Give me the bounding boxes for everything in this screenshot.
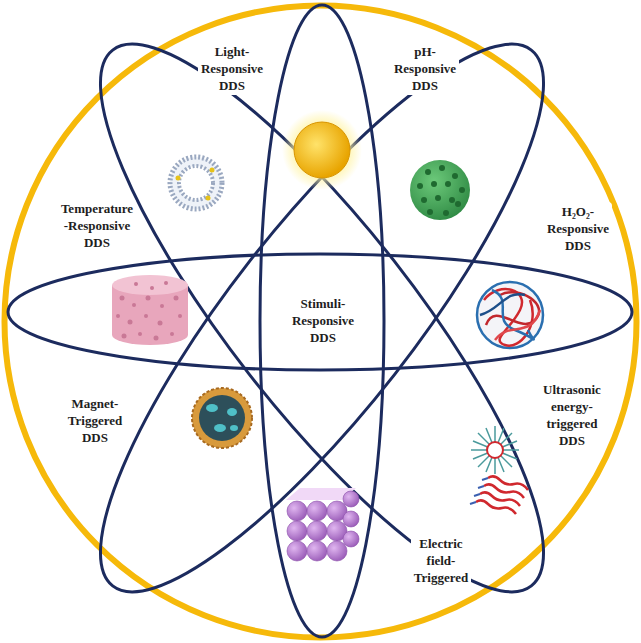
- category-label: Electric field- Triggered: [411, 534, 471, 587]
- micelles: [470, 426, 528, 514]
- center-label: Stimuli- Responsive DDS: [289, 294, 357, 347]
- h2o2-nanogel: [477, 282, 543, 348]
- ph-sphere: [410, 160, 470, 220]
- category-label: Magnet- Triggered DDS: [65, 394, 125, 447]
- liposome: [170, 157, 222, 209]
- magnetic-particle: [192, 388, 252, 448]
- hydrogel-cylinder: [112, 275, 188, 345]
- nanoparticle-cube: [286, 488, 359, 561]
- light-icon: [282, 110, 362, 190]
- category-label: Light- Responsive DDS: [198, 42, 266, 95]
- category-label: Ultrasonic energy- triggered DDS: [540, 380, 604, 450]
- orbits: [8, 0, 632, 643]
- category-label: Temperature -Responsive DDS: [58, 199, 136, 252]
- category-label: pH- Responsive DDS: [391, 42, 459, 95]
- category-label: H₂O₂- Responsive DDS: [544, 202, 612, 255]
